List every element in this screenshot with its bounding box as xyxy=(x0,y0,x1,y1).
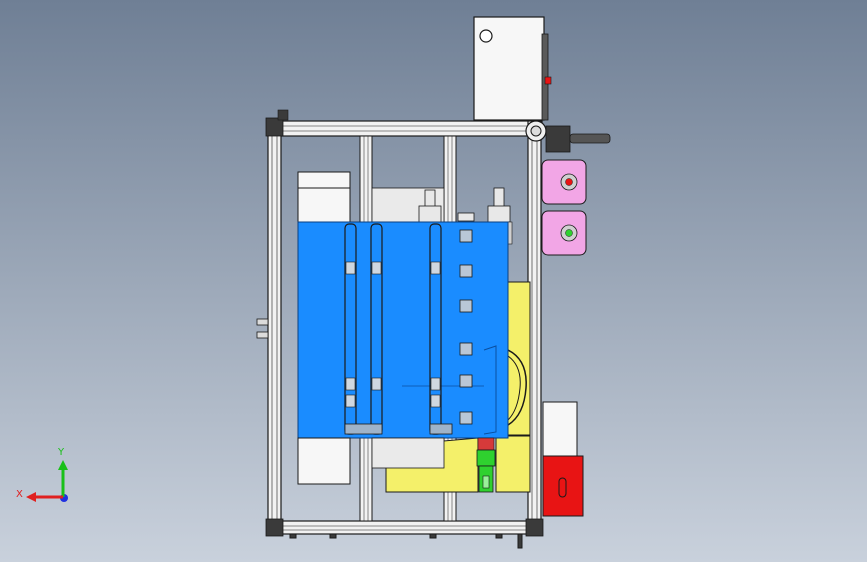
lever-handle-icon xyxy=(530,125,542,137)
slide-rail xyxy=(344,223,453,435)
lower-side-box[interactable] xyxy=(542,401,584,517)
clamp-block xyxy=(459,229,473,425)
red-push-button[interactable] xyxy=(541,159,587,205)
lever-handle[interactable] xyxy=(525,120,611,153)
frame-feet xyxy=(289,533,523,549)
axis-triad-icon: X Y xyxy=(16,447,68,502)
y-axis-label: Y xyxy=(57,447,65,458)
lower-plate xyxy=(297,437,445,485)
indicator-lamp-icon xyxy=(479,29,493,43)
yellow-fixture xyxy=(385,281,531,493)
side-connector xyxy=(256,318,269,339)
emergency-stop-icon[interactable] xyxy=(544,76,552,85)
x-axis-label: X xyxy=(16,489,23,500)
green-valve xyxy=(476,437,496,493)
blue-panel xyxy=(297,221,509,439)
green-push-button[interactable] xyxy=(541,210,587,256)
electrical-control-box[interactable] xyxy=(473,16,552,121)
